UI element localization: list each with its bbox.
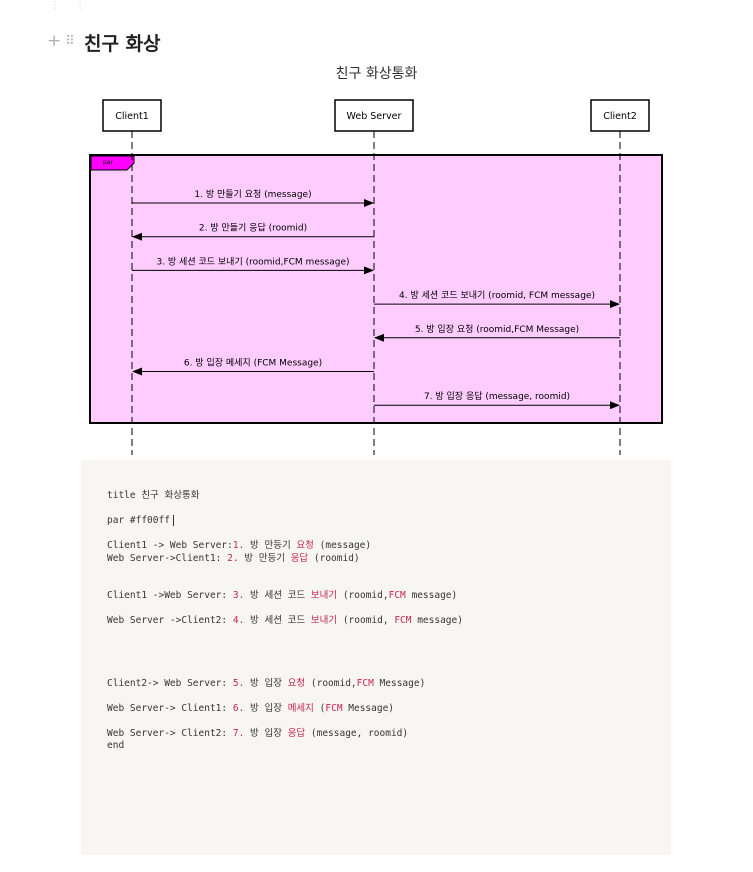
message-label: 4. 방 세션 코드 보내기 (roomid, FCM message)	[399, 290, 595, 301]
code-token: (roomid,	[305, 677, 357, 689]
code-token-highlight: 보내기	[310, 615, 338, 626]
code-token: message)	[411, 615, 463, 626]
code-token-highlight: 요청	[296, 540, 314, 551]
code-line[interactable]: par #ff00ff	[107, 515, 671, 528]
code-token-highlight: 4.	[232, 615, 245, 626]
code-line[interactable]	[107, 603, 671, 616]
code-token-highlight: 요청	[287, 677, 306, 689]
code-token: (message)	[313, 540, 372, 551]
code-token-highlight: 5.	[232, 677, 245, 689]
code-token-highlight: 7.	[232, 727, 245, 739]
code-token-highlight: 메세지	[287, 702, 314, 714]
code-line[interactable]: Client1 ->Web Server: 3. 방 세션 코드 보내기 (ro…	[107, 590, 671, 603]
code-token: Web Server->Client1:	[107, 552, 228, 564]
code-token: Message)	[342, 702, 395, 714]
code-line[interactable]	[107, 690, 671, 703]
message-label: 2. 방 만들기 응답 (roomid)	[199, 222, 307, 234]
code-token-highlight: FCM	[388, 590, 406, 601]
par-fragment-label: par	[103, 159, 113, 166]
page-heading[interactable]: 친구 화상	[84, 33, 161, 55]
message-label: 6. 방 입장 메세지 (FCM Message)	[184, 357, 322, 369]
code-token-highlight: 1.	[232, 540, 245, 551]
code-line[interactable]	[107, 715, 671, 728]
code-token: (roomid,	[337, 590, 389, 601]
plus-icon[interactable]: +	[47, 31, 62, 51]
message-label: 7. 방 입장 응답 (message, roomid)	[424, 390, 570, 402]
code-token: (roomid)	[308, 552, 360, 564]
code-token: message)	[405, 590, 458, 601]
code-line[interactable]	[107, 528, 671, 541]
code-token: 방 입장	[244, 702, 288, 714]
code-token: Web Server-> Client2:	[107, 727, 233, 739]
text-cursor	[172, 515, 174, 526]
block-controls: + ⠿	[47, 31, 75, 51]
code-line[interactable]	[107, 578, 671, 591]
code-line[interactable]: Web Server ->Client2: 4. 방 세션 코드 보내기 (ro…	[107, 615, 671, 628]
code-token: (	[313, 702, 326, 714]
participant-label: Client2	[603, 111, 637, 122]
code-token-highlight: 응답	[290, 552, 309, 564]
sequence-diagram: par Client1 Web Server Client2 1. 방 만들기 요청…	[89, 99, 663, 455]
code-line[interactable]	[107, 503, 671, 516]
code-token: 방 입장	[244, 727, 288, 739]
code-token: Client2-> Web Server:	[107, 677, 233, 689]
code-line[interactable]	[107, 665, 671, 678]
code-token: end	[107, 740, 125, 751]
code-token-highlight: 보내기	[310, 590, 338, 601]
par-fragment-tag: par	[90, 155, 135, 171]
code-line[interactable]: Client2-> Web Server: 5. 방 입장 요청 (roomid…	[107, 678, 671, 691]
code-token: Client1 ->Web Server:	[107, 590, 233, 601]
participant-box	[590, 99, 650, 132]
code-token-highlight: FCM	[394, 615, 412, 626]
message-label: 3. 방 세션 코드 보내기 (roomid,FCM message)	[156, 256, 349, 267]
code-line[interactable]: Client1 -> Web Server:1. 방 만등기 요청 (messa…	[107, 540, 671, 553]
code-line[interactable]	[107, 653, 671, 666]
code-token: Client1 -> Web Server:	[107, 540, 233, 551]
participant-label: Client1	[115, 111, 149, 122]
code-line[interactable]: title 친구 화상통화	[107, 490, 671, 503]
code-token: 방 입장	[244, 677, 288, 689]
code-token: 방 만등기	[244, 540, 297, 551]
code-token: Message)	[373, 677, 426, 689]
code-token: 방 만등기	[238, 552, 291, 564]
code-token: Web Server ->Client2:	[107, 615, 233, 626]
code-line[interactable]	[107, 640, 671, 653]
message-label: 1. 방 만들기 요청 (message)	[194, 189, 311, 200]
message-label: 5. 방 입장 요청 (roomid,FCM Message)	[415, 323, 579, 335]
code-token-highlight: 3.	[232, 590, 245, 601]
drag-handle-icon[interactable]: ⠿	[65, 34, 74, 49]
code-token-highlight: 2.	[227, 552, 239, 564]
code-token-highlight: FCM	[356, 677, 374, 689]
diagram-title: 친구 화상통화	[335, 66, 418, 82]
code-token-highlight: 6.	[232, 702, 245, 714]
participant-box	[102, 99, 162, 132]
participant-label: Web Server	[347, 111, 402, 122]
code-token: title 친구 화상통화	[107, 490, 200, 501]
code-token: 방 세션 코드	[244, 590, 311, 601]
code-token-highlight: 응답	[287, 727, 306, 739]
code-token: Web Server-> Client1:	[107, 702, 233, 714]
code-token: (message, roomid)	[305, 727, 409, 739]
code-token: (roomid,	[337, 615, 395, 626]
code-line[interactable]: end	[107, 740, 671, 753]
code-line[interactable]	[107, 565, 671, 578]
code-token: par #ff00ff	[107, 515, 170, 526]
drag-handle-dots: ⋮ ⋮	[50, 0, 92, 11]
par-fragment	[89, 154, 663, 424]
participant-box	[334, 99, 414, 132]
code-line[interactable]: Web Server->Client1: 2. 방 만등기 응답 (roomid…	[107, 553, 671, 566]
code-token: 방 세션 코드	[244, 615, 311, 626]
code-line[interactable]	[107, 628, 671, 641]
code-line[interactable]: Web Server-> Client1: 6. 방 입장 메세지 (FCM M…	[107, 703, 671, 716]
code-line[interactable]: Web Server-> Client2: 7. 방 입장 응답 (messag…	[107, 728, 671, 741]
code-token-highlight: FCM	[325, 702, 343, 714]
